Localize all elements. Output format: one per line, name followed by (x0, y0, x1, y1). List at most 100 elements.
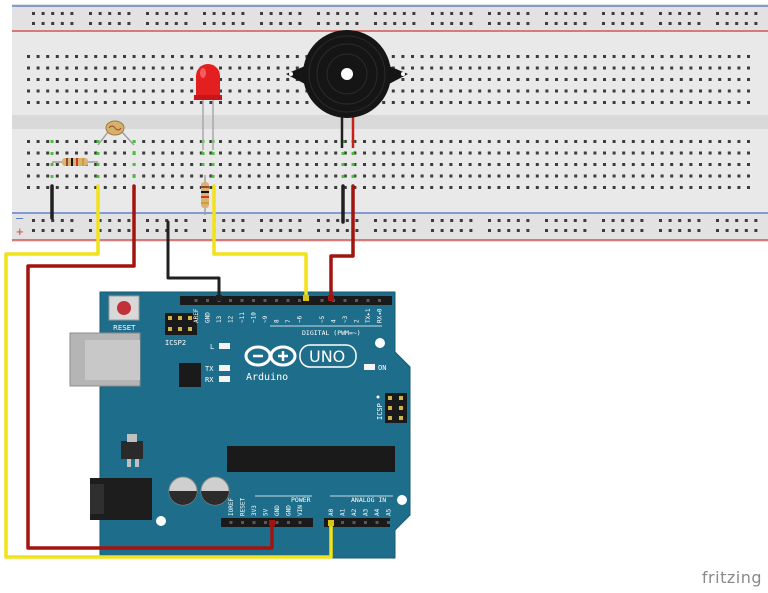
breadboard-hole (203, 12, 206, 15)
breadboard-hole (564, 101, 568, 104)
breadboard-hole (190, 186, 194, 189)
breadboard-hole (374, 219, 377, 222)
breadboard-hole (326, 22, 330, 25)
breadboard-hole (737, 89, 741, 93)
breadboard-hole (41, 12, 45, 15)
reset-button-cap[interactable] (117, 301, 131, 315)
breadboard-hole (516, 78, 520, 81)
breadboard-hole (190, 66, 194, 70)
breadboard-hole (545, 151, 549, 155)
breadboard-hole (497, 12, 501, 15)
breadboard-hole (716, 229, 719, 232)
breadboard-hole (497, 219, 501, 222)
breadboard-hole (718, 163, 722, 166)
pin-label: A4 (374, 508, 381, 516)
breadboard-hole (564, 186, 568, 189)
breadboard-hole (51, 219, 55, 222)
breadboard-hole (324, 140, 328, 143)
breadboard-hole (142, 163, 146, 166)
breadboard-hole (75, 89, 78, 93)
breadboard-hole (279, 229, 283, 232)
breadboard-hole (699, 140, 702, 143)
breadboard-hole (497, 78, 501, 81)
breadboard-hole (84, 140, 88, 143)
breadboard-hole (36, 101, 40, 104)
breadboard-hole (622, 55, 626, 58)
breadboard-hole (295, 151, 299, 155)
breadboard-hole (36, 186, 40, 189)
breadboard-hole (420, 163, 424, 166)
header-pin (343, 299, 347, 302)
breadboard-hole (276, 78, 280, 81)
breadboard-hole (708, 174, 712, 178)
breadboard-hole (727, 66, 731, 70)
breadboard-hole (382, 163, 386, 166)
breadboard-hole (326, 229, 330, 232)
breadboard-hole (431, 22, 434, 25)
breadboard-hole (516, 186, 520, 189)
breadboard-hole (699, 101, 702, 104)
breadboard-hole (401, 78, 405, 81)
breadboard-hole (478, 174, 482, 178)
breadboard-hole (391, 186, 395, 189)
breadboard-hole (89, 22, 92, 25)
breadboard-hole (612, 89, 616, 93)
breadboard-hole (641, 78, 645, 81)
breadboard-hole (507, 219, 511, 222)
breadboard-hole (574, 140, 578, 143)
breadboard-hole (545, 66, 549, 70)
breadboard-hole (276, 89, 280, 93)
breadboard-hole (468, 163, 472, 166)
wire-yellow-pin7 (212, 184, 308, 300)
breadboard-hole (363, 163, 366, 166)
breadboard-hole (247, 78, 251, 81)
breadboard-hole (276, 55, 280, 58)
breadboard-hole (487, 78, 491, 81)
breadboard-hole (94, 101, 98, 104)
breadboard-hole (727, 151, 731, 155)
breadboard-hole (60, 219, 64, 222)
breadboard-hole (747, 163, 750, 166)
breadboard-hole (209, 55, 213, 58)
breadboard-hole (374, 22, 377, 25)
breadboard-hole (257, 89, 261, 93)
breadboard-hole (238, 89, 242, 93)
breadboard-hole (668, 12, 672, 15)
breadboard-hole (341, 163, 345, 166)
breadboard-hole (84, 101, 88, 104)
breadboard-hole (564, 12, 568, 15)
breadboard-hole (507, 22, 511, 25)
breadboard-hole (747, 140, 750, 143)
breadboard-hole (668, 219, 672, 222)
breadboard-hole (516, 22, 520, 25)
breadboard-hole (420, 55, 424, 58)
breadboard-hole (391, 101, 395, 104)
breadboard-hole (439, 151, 443, 155)
breadboard-hole (727, 55, 731, 58)
breadboard-hole (55, 66, 59, 70)
breadboard-hole (469, 22, 473, 25)
breadboard-hole (241, 22, 245, 25)
breadboard-hole (353, 163, 357, 166)
breadboard-hole (651, 78, 654, 81)
breadboard-hole (507, 140, 510, 143)
breadboard-hole (276, 186, 280, 189)
breadboard-hole (631, 101, 635, 104)
breadboard-hole (142, 66, 146, 70)
breadboard-hole (151, 163, 155, 166)
breadboard-hole (737, 66, 741, 70)
breadboard-hole (222, 219, 226, 222)
breadboard-hole (687, 219, 691, 222)
breadboard-hole (611, 12, 615, 15)
breadboard-hole (211, 163, 215, 166)
breadboard-hole (27, 66, 30, 70)
breadboard-hole (631, 140, 635, 143)
breadboard-hole (488, 229, 491, 232)
breadboard-hole (36, 66, 40, 70)
breadboard-hole (113, 140, 117, 143)
breadboard-hole (334, 140, 338, 143)
breadboard-hole (151, 140, 155, 143)
breadboard-hole (630, 219, 634, 222)
breadboard-hole (353, 140, 357, 143)
breadboard-hole (123, 163, 126, 166)
